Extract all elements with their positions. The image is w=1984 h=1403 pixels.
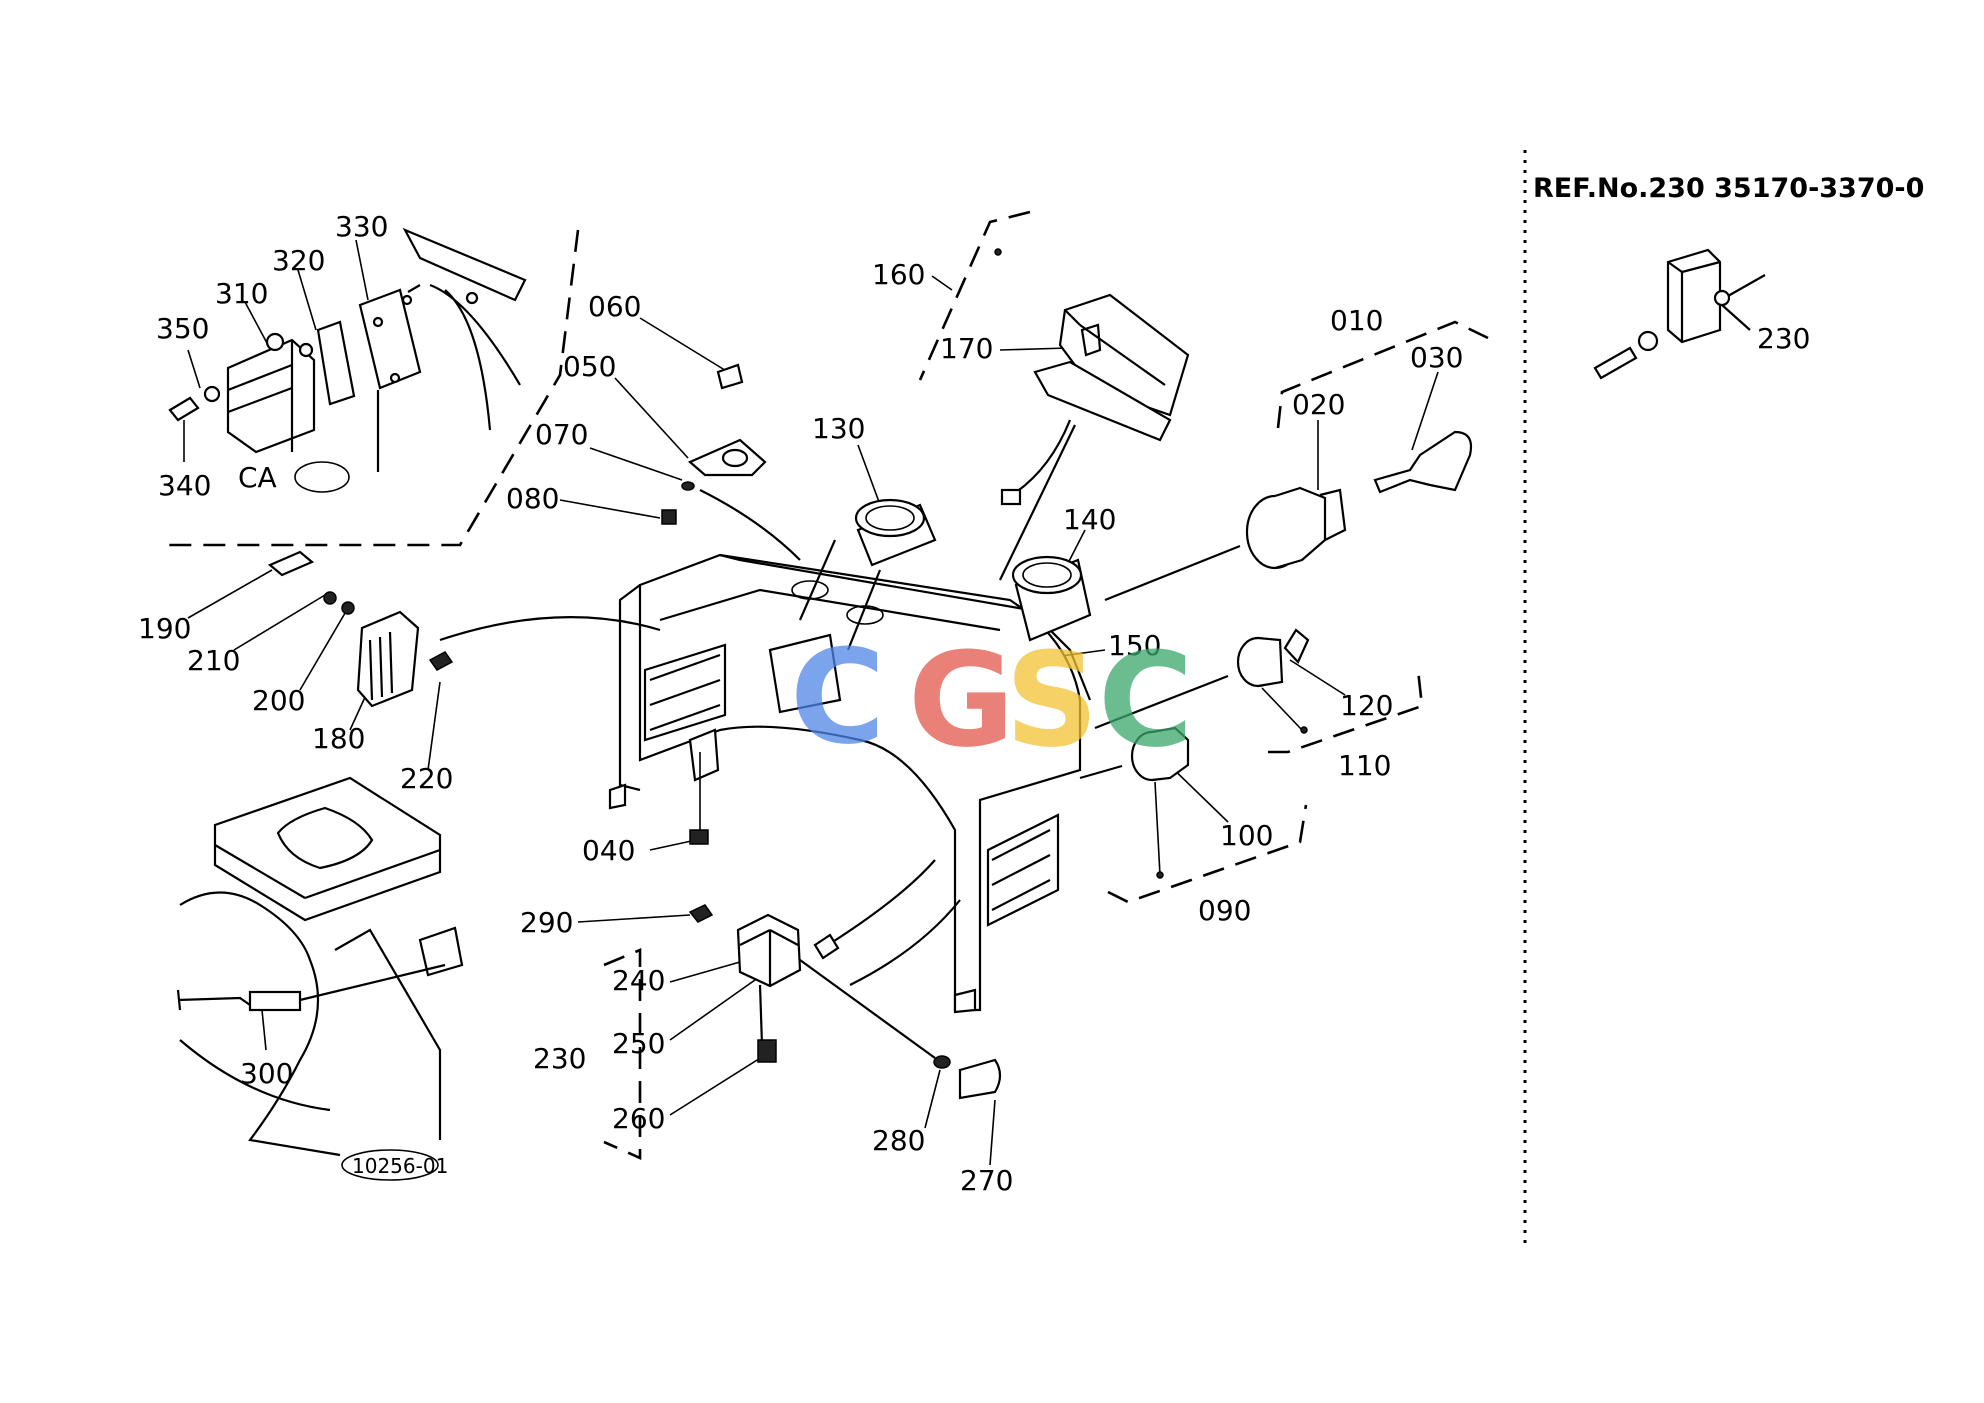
pilot-lamp-090: [1079, 726, 1190, 879]
figure-code-badge: 10256-01: [341, 1149, 448, 1181]
label-220: 220: [400, 762, 453, 795]
label-300: 300: [240, 1057, 293, 1090]
watermark-letter-c2: C: [1098, 624, 1193, 776]
gauge-130: [798, 498, 937, 651]
region-tag: CA: [238, 461, 277, 494]
label-130: 130: [812, 412, 865, 445]
reference-part-label: 230: [1757, 322, 1810, 355]
label-170: 170: [940, 332, 993, 365]
group-brackets: [603, 210, 1489, 1161]
label-090: 090: [1198, 894, 1251, 927]
engine-block: [176, 776, 464, 1157]
watermark: C G S C: [790, 621, 1193, 776]
figure-code: 10256-01: [352, 1154, 448, 1178]
label-190: 190: [138, 612, 191, 645]
label-290: 290: [520, 906, 573, 939]
label-270: 270: [960, 1164, 1013, 1197]
lamp-bracket: [661, 363, 801, 561]
label-070: 070: [535, 418, 588, 451]
label-080: 080: [506, 482, 559, 515]
label-340: 340: [158, 469, 211, 502]
watermark-letter-c1: C: [790, 621, 885, 773]
label-060: 060: [588, 290, 641, 323]
label-030: 030: [1410, 341, 1463, 374]
label-100: 100: [1220, 819, 1273, 852]
label-350: 350: [156, 312, 209, 345]
label-050: 050: [563, 350, 616, 383]
reference-part-drawing: [1593, 248, 1766, 380]
label-280: 280: [872, 1124, 925, 1157]
label-010: 010: [1330, 304, 1383, 337]
gauge-140: [1011, 555, 1092, 642]
label-020: 020: [1292, 388, 1345, 421]
hour-meter-170: [994, 248, 1190, 581]
nut-040: [689, 752, 709, 845]
label-150: 150: [1108, 629, 1161, 662]
label-320: 320: [272, 244, 325, 277]
label-180: 180: [312, 722, 365, 755]
reference-number: REF.No.230 35170-3370-0: [1533, 173, 1924, 204]
label-210: 210: [187, 644, 240, 677]
cable: [819, 859, 936, 951]
watermark-letter-g: G: [908, 624, 1015, 776]
label-140: 140: [1063, 503, 1116, 536]
label-200: 200: [252, 684, 305, 717]
relay-240: [688, 904, 1002, 1100]
watermark-letter-s: S: [1005, 624, 1099, 776]
key-switch-010: [1104, 430, 1473, 602]
resistor-180: [267, 550, 661, 708]
label-310: 310: [215, 277, 268, 310]
label-160: 160: [872, 258, 925, 291]
pilot-lamp-110: [1094, 628, 1310, 734]
label-120: 120: [1340, 689, 1393, 722]
label-330: 330: [335, 210, 388, 243]
label-230: 230: [533, 1042, 586, 1075]
relay-assembly: [160, 227, 580, 547]
label-110: 110: [1338, 749, 1391, 782]
label-040: 040: [582, 834, 635, 867]
